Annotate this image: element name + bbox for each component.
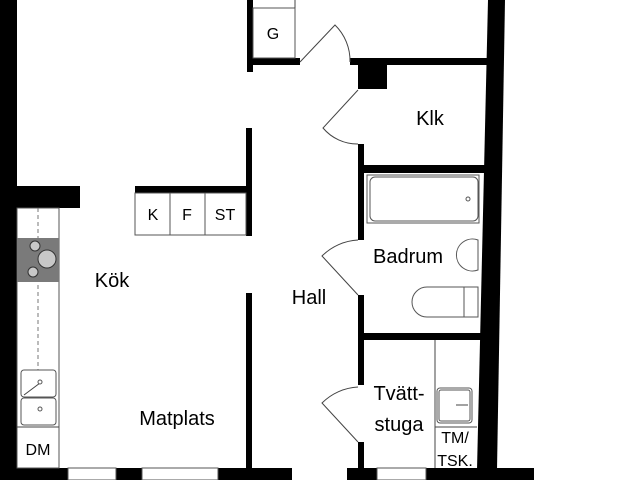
wardrobe-kfst-top-wall: [135, 186, 249, 193]
faucet-icon: [37, 379, 43, 385]
hall-upper-wall: [246, 128, 252, 236]
faucet-icon: [23, 382, 41, 396]
window: [376, 467, 427, 480]
wardrobe-k: [134, 192, 171, 236]
wardrobe-st: [204, 192, 247, 236]
toilet: [411, 286, 465, 318]
bottom-wall-1: [0, 468, 68, 480]
kitchen-sink: [20, 397, 57, 426]
washbasin: [456, 238, 479, 272]
wardrobe-g-bottom-wall: [247, 58, 300, 65]
bottom-wall-3: [218, 468, 292, 480]
toilet-tank: [463, 286, 479, 318]
label-dishwasher: DM: [26, 442, 51, 459]
label-wardrobe-f: F: [182, 207, 192, 224]
bottom-wall-4: [347, 468, 377, 480]
stove-burner-icon: [37, 249, 57, 269]
window: [67, 467, 117, 480]
room-label-dining: Matplats: [139, 408, 215, 430]
bottom-wall-2: [116, 468, 142, 480]
laundry-top-wall: [358, 333, 482, 340]
laundry-sink-inner: [438, 389, 471, 422]
closet-top-wall: [350, 58, 490, 65]
shaft-block: [358, 65, 387, 89]
bathroom-door-swing: [321, 239, 359, 296]
wardrobe-f: [169, 192, 206, 236]
room-label-hall: Hall: [292, 287, 326, 309]
bathtub-tap-icon: [465, 196, 471, 202]
wardrobe-g-wall: [247, 0, 253, 72]
laundry-door-swing: [321, 386, 359, 443]
window: [141, 467, 219, 480]
closet-door-swing: [322, 89, 359, 145]
walls: [0, 0, 534, 480]
room-label-laundry: Tvätt-: [373, 383, 424, 405]
room-label-closet: Klk: [416, 108, 445, 130]
room-label-bathroom: Badrum: [373, 246, 443, 268]
right-outer-wall: [477, 0, 505, 470]
closet-right-wall: [358, 144, 364, 240]
label-wardrobe-k: K: [148, 207, 159, 224]
entry-door-swing: [299, 24, 351, 63]
bathtub-inner: [369, 176, 479, 222]
bottom-wall-5: [426, 468, 534, 480]
hall-lower-wall: [246, 293, 252, 468]
laundry-side-wall: [358, 442, 364, 472]
label-dryer: TSK.: [437, 453, 473, 470]
label-wardrobe-st: ST: [215, 207, 236, 224]
left-outer-wall: [0, 0, 17, 480]
kitchen-top-wall: [0, 186, 80, 208]
label-washer: TM/: [441, 430, 469, 447]
room-label-laundry-2: stuga: [375, 414, 425, 436]
wardrobe-g: [252, 7, 296, 59]
room-label-kitchen: Kök: [95, 270, 130, 292]
bathroom-top-wall: [358, 165, 485, 173]
stove-burner-icon: [29, 240, 41, 252]
drain-icon: [37, 406, 43, 412]
label-wardrobe-g: G: [267, 26, 279, 43]
stove-burner-icon: [27, 266, 39, 278]
